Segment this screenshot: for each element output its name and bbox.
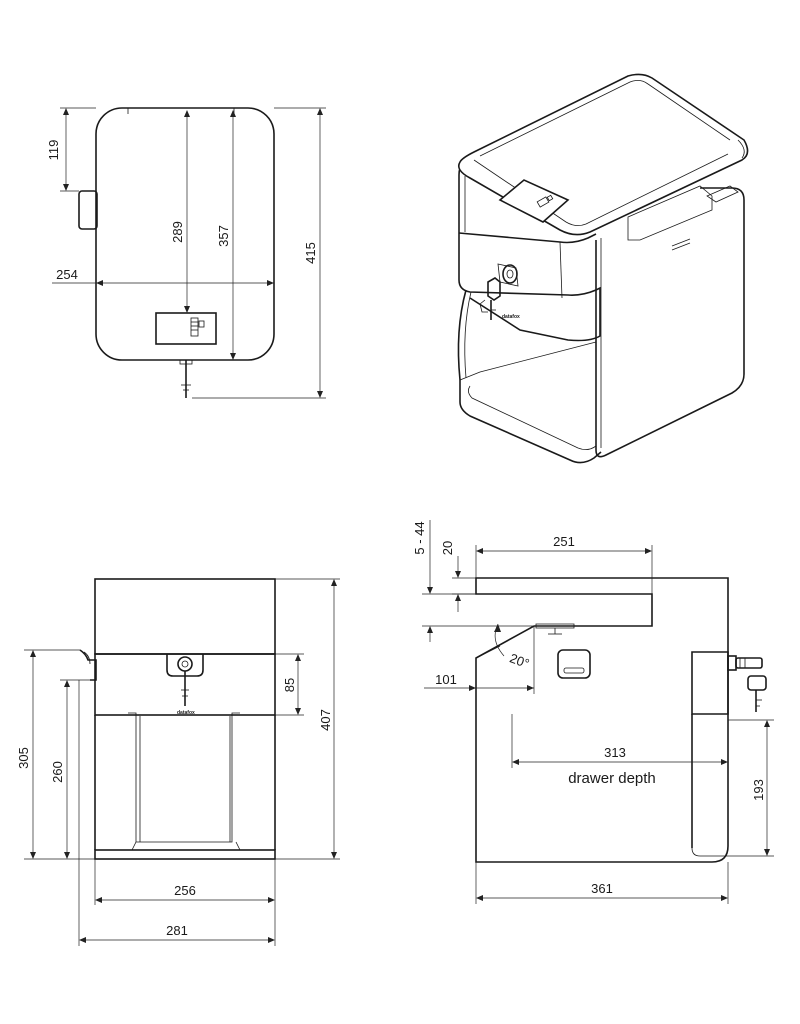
drawer-handle (557, 649, 591, 679)
side-lock-block (691, 651, 729, 715)
lock-plate (155, 312, 217, 345)
dim-313-label: 313 (604, 745, 626, 760)
front-view: datafox 85 407 305 (16, 578, 340, 946)
side-lock-cylinder (735, 657, 763, 669)
dim-357-label: 357 (216, 225, 231, 247)
back-panel (595, 187, 745, 458)
dim-289-label: 289 (170, 221, 185, 243)
front-band (94, 653, 276, 716)
lock-icon (190, 317, 205, 337)
dim-407-label: 407 (318, 709, 333, 731)
dim-281-label: 281 (166, 923, 188, 938)
side-tab (78, 190, 98, 230)
dim-119-label: 119 (46, 140, 61, 161)
side-profile (475, 577, 729, 863)
drawer-depth-label: drawer depth (568, 770, 656, 787)
iso-lock-icon (536, 194, 554, 208)
iso-label-plate (498, 179, 570, 223)
top-lid (457, 73, 749, 236)
top-view: 119 254 289 357 415 (46, 107, 326, 399)
lock-band (458, 233, 601, 342)
iso-keys (479, 277, 501, 320)
base-tray (459, 380, 602, 464)
side-view: 251 20 5 - 44 20° 101 313 drawe (412, 520, 774, 904)
dim-305-label: 305 (16, 747, 31, 769)
svg-text:datafox: datafox (177, 710, 195, 716)
angle-label: 20° (508, 650, 532, 671)
front-lock-cylinder (177, 656, 193, 672)
dim-260-label: 260 (50, 761, 65, 783)
key-icon (179, 359, 193, 398)
front-top-box (94, 578, 276, 655)
dim-5-44-label: 5 - 44 (412, 521, 427, 554)
dim-254-label: 254 (56, 267, 78, 282)
dim-85-label: 85 (282, 678, 297, 692)
side-key-icon (747, 675, 767, 712)
front-base (94, 849, 276, 860)
top-view-outline (95, 107, 275, 361)
dim-256-label: 256 (174, 883, 196, 898)
dim-101-label: 101 (435, 672, 457, 687)
dim-361-label: 361 (591, 881, 613, 896)
dim-20-label: 20 (440, 541, 455, 555)
isometric-view: datafox (457, 73, 749, 464)
dim-415-label: 415 (303, 242, 318, 264)
dim-251-label: 251 (553, 534, 575, 549)
dim-193-label: 193 (751, 779, 766, 801)
svg-text:datafox: datafox (502, 314, 520, 320)
